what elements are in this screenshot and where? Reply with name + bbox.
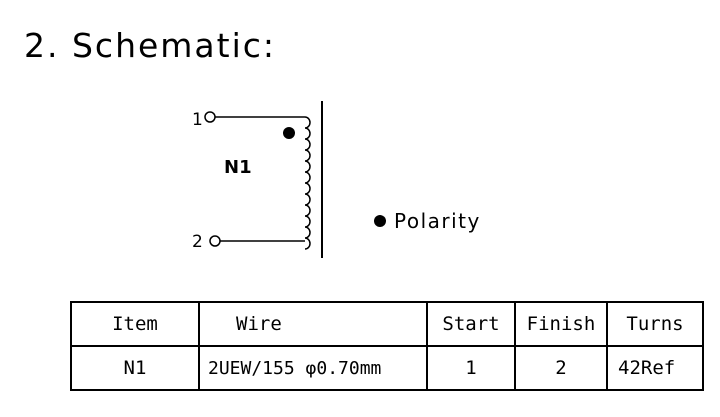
polarity-legend-label: Polarity xyxy=(394,209,481,233)
table-row: N1 2UEW/155 φ0.70mm 1 2 42Ref xyxy=(70,345,704,391)
cell-wire: 2UEW/155 φ0.70mm xyxy=(198,345,428,391)
pin-2-terminal xyxy=(209,235,221,247)
winding-label: N1 xyxy=(224,157,252,178)
header-turns: Turns xyxy=(606,301,704,347)
header-start: Start xyxy=(426,301,516,347)
winding-coil xyxy=(304,116,311,250)
transformer-schematic: 1 N1 2 Polarity xyxy=(192,101,481,258)
header-finish: Finish xyxy=(514,301,608,347)
pin-1-label: 1 xyxy=(192,110,203,130)
header-item: Item xyxy=(70,301,200,347)
cell-start: 1 xyxy=(426,345,516,391)
pin-2-label: 2 xyxy=(192,232,203,252)
polarity-dot xyxy=(283,127,295,139)
header-wire: Wire xyxy=(198,301,428,347)
cell-finish: 2 xyxy=(514,345,608,391)
pin-1-terminal xyxy=(204,111,216,123)
cell-turns: 42Ref xyxy=(606,345,704,391)
winding-spec-table: Item Wire Start Finish Turns N1 2UEW/155… xyxy=(70,301,704,391)
cell-item: N1 xyxy=(70,345,200,391)
polarity-legend-icon xyxy=(374,215,386,227)
table-header-row: Item Wire Start Finish Turns xyxy=(70,301,704,347)
section-heading: 2. Schematic: xyxy=(24,26,277,65)
